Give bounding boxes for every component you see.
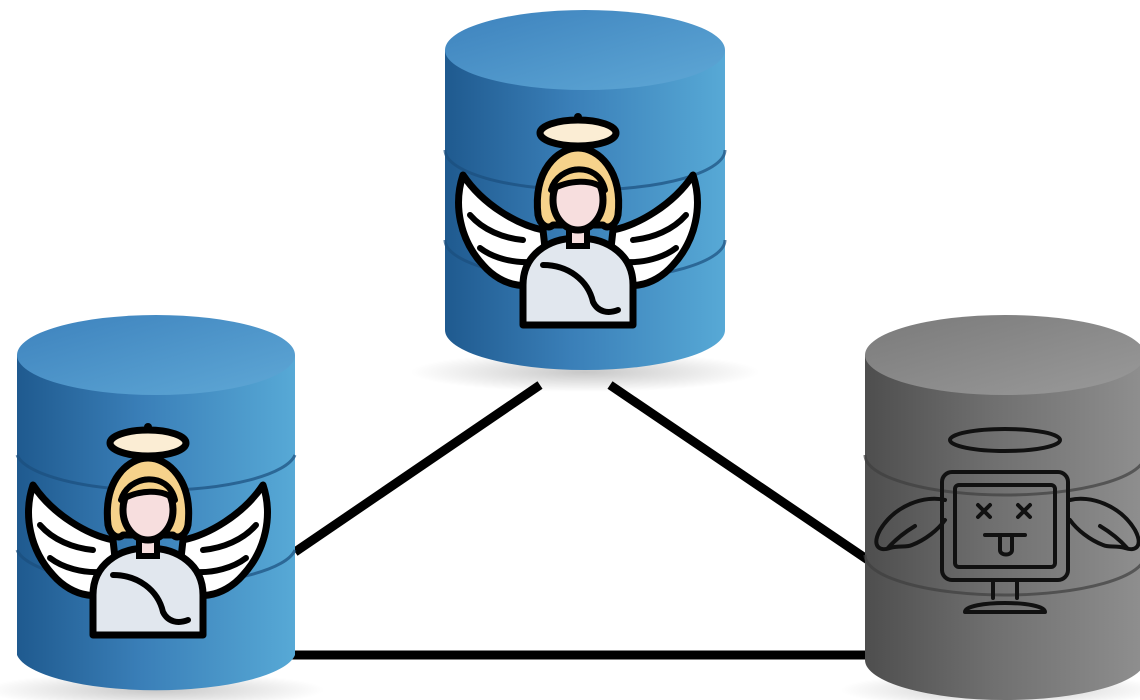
database-top — [410, 10, 760, 392]
connection-lines — [285, 381, 871, 660]
database-left — [0, 315, 325, 700]
database-right — [840, 315, 1140, 700]
dead-computer-angel-icon — [874, 427, 1140, 614]
edge-top-left — [292, 381, 543, 556]
edge-top-right — [607, 381, 871, 564]
